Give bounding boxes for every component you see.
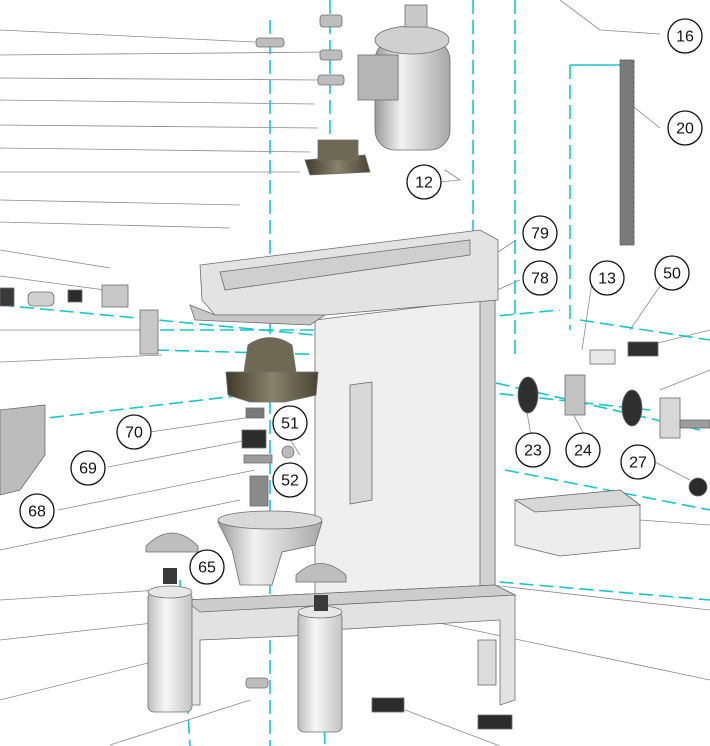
motor (357, 4, 451, 151)
base-frame (183, 584, 517, 706)
switch-components (0, 284, 159, 355)
callout-number: 12 (415, 175, 433, 192)
callout-circle (515, 432, 551, 468)
callout-12: 12 (406, 164, 442, 200)
callout-number: 51 (281, 416, 299, 433)
callout-number: 79 (531, 226, 549, 243)
motor-mount (304, 139, 371, 176)
callout-69: 69 (70, 450, 106, 486)
callout-68: 68 (19, 493, 55, 529)
callout-number: 78 (531, 271, 549, 288)
callout-24: 24 (565, 432, 601, 468)
callout-circle (406, 164, 442, 200)
callout-number: 23 (524, 443, 542, 460)
callout-78: 78 (522, 260, 558, 296)
spacer-stack (255, 14, 345, 86)
callout-number: 27 (629, 455, 647, 472)
callout-labels: 16 20 12 79 78 13 50 70 51 69 52 23 24 27 68 65 (19, 18, 703, 585)
callout-65: 65 (189, 549, 225, 585)
toothed-rack (619, 59, 635, 246)
callout-number: 20 (676, 121, 694, 138)
callout-13: 13 (589, 260, 625, 296)
callout-number: 70 (125, 425, 143, 442)
callout-number: 69 (79, 461, 97, 478)
callout-79: 79 (522, 215, 558, 251)
callout-20: 20 (667, 110, 703, 146)
callout-circle (70, 450, 106, 486)
callout-number: 13 (598, 271, 616, 288)
callout-circle (589, 260, 625, 296)
callout-circle (522, 215, 558, 251)
handle-and-fittings (517, 341, 710, 497)
callout-circle (272, 462, 308, 498)
callout-number: 68 (28, 504, 46, 521)
callout-52: 52 (272, 462, 308, 498)
bowl-assembly (217, 407, 323, 586)
side-panel (0, 404, 46, 496)
mixer-column-body (189, 229, 499, 626)
callout-23: 23 (515, 432, 551, 468)
callout-51: 51 (272, 405, 308, 441)
callout-circle (522, 260, 558, 296)
callout-number: 50 (663, 266, 681, 283)
callout-50: 50 (654, 255, 690, 291)
callout-circle (620, 444, 656, 480)
callout-number: 24 (574, 443, 592, 460)
callout-circle (565, 432, 601, 468)
callout-circle (654, 255, 690, 291)
callout-70: 70 (116, 414, 152, 450)
callout-circle (189, 549, 225, 585)
callout-circle (667, 110, 703, 146)
callout-27: 27 (620, 444, 656, 480)
callout-circle (667, 18, 703, 54)
gearbox-housing (225, 337, 319, 403)
control-box (513, 489, 642, 557)
callout-number: 16 (676, 29, 694, 46)
callout-circle (116, 414, 152, 450)
callout-number: 65 (198, 560, 216, 577)
callout-circle (19, 493, 55, 529)
support-legs (145, 532, 347, 733)
callout-number: 52 (281, 473, 299, 490)
callout-circle (272, 405, 308, 441)
leveling-feet (245, 677, 513, 730)
callout-16: 16 (667, 18, 703, 54)
